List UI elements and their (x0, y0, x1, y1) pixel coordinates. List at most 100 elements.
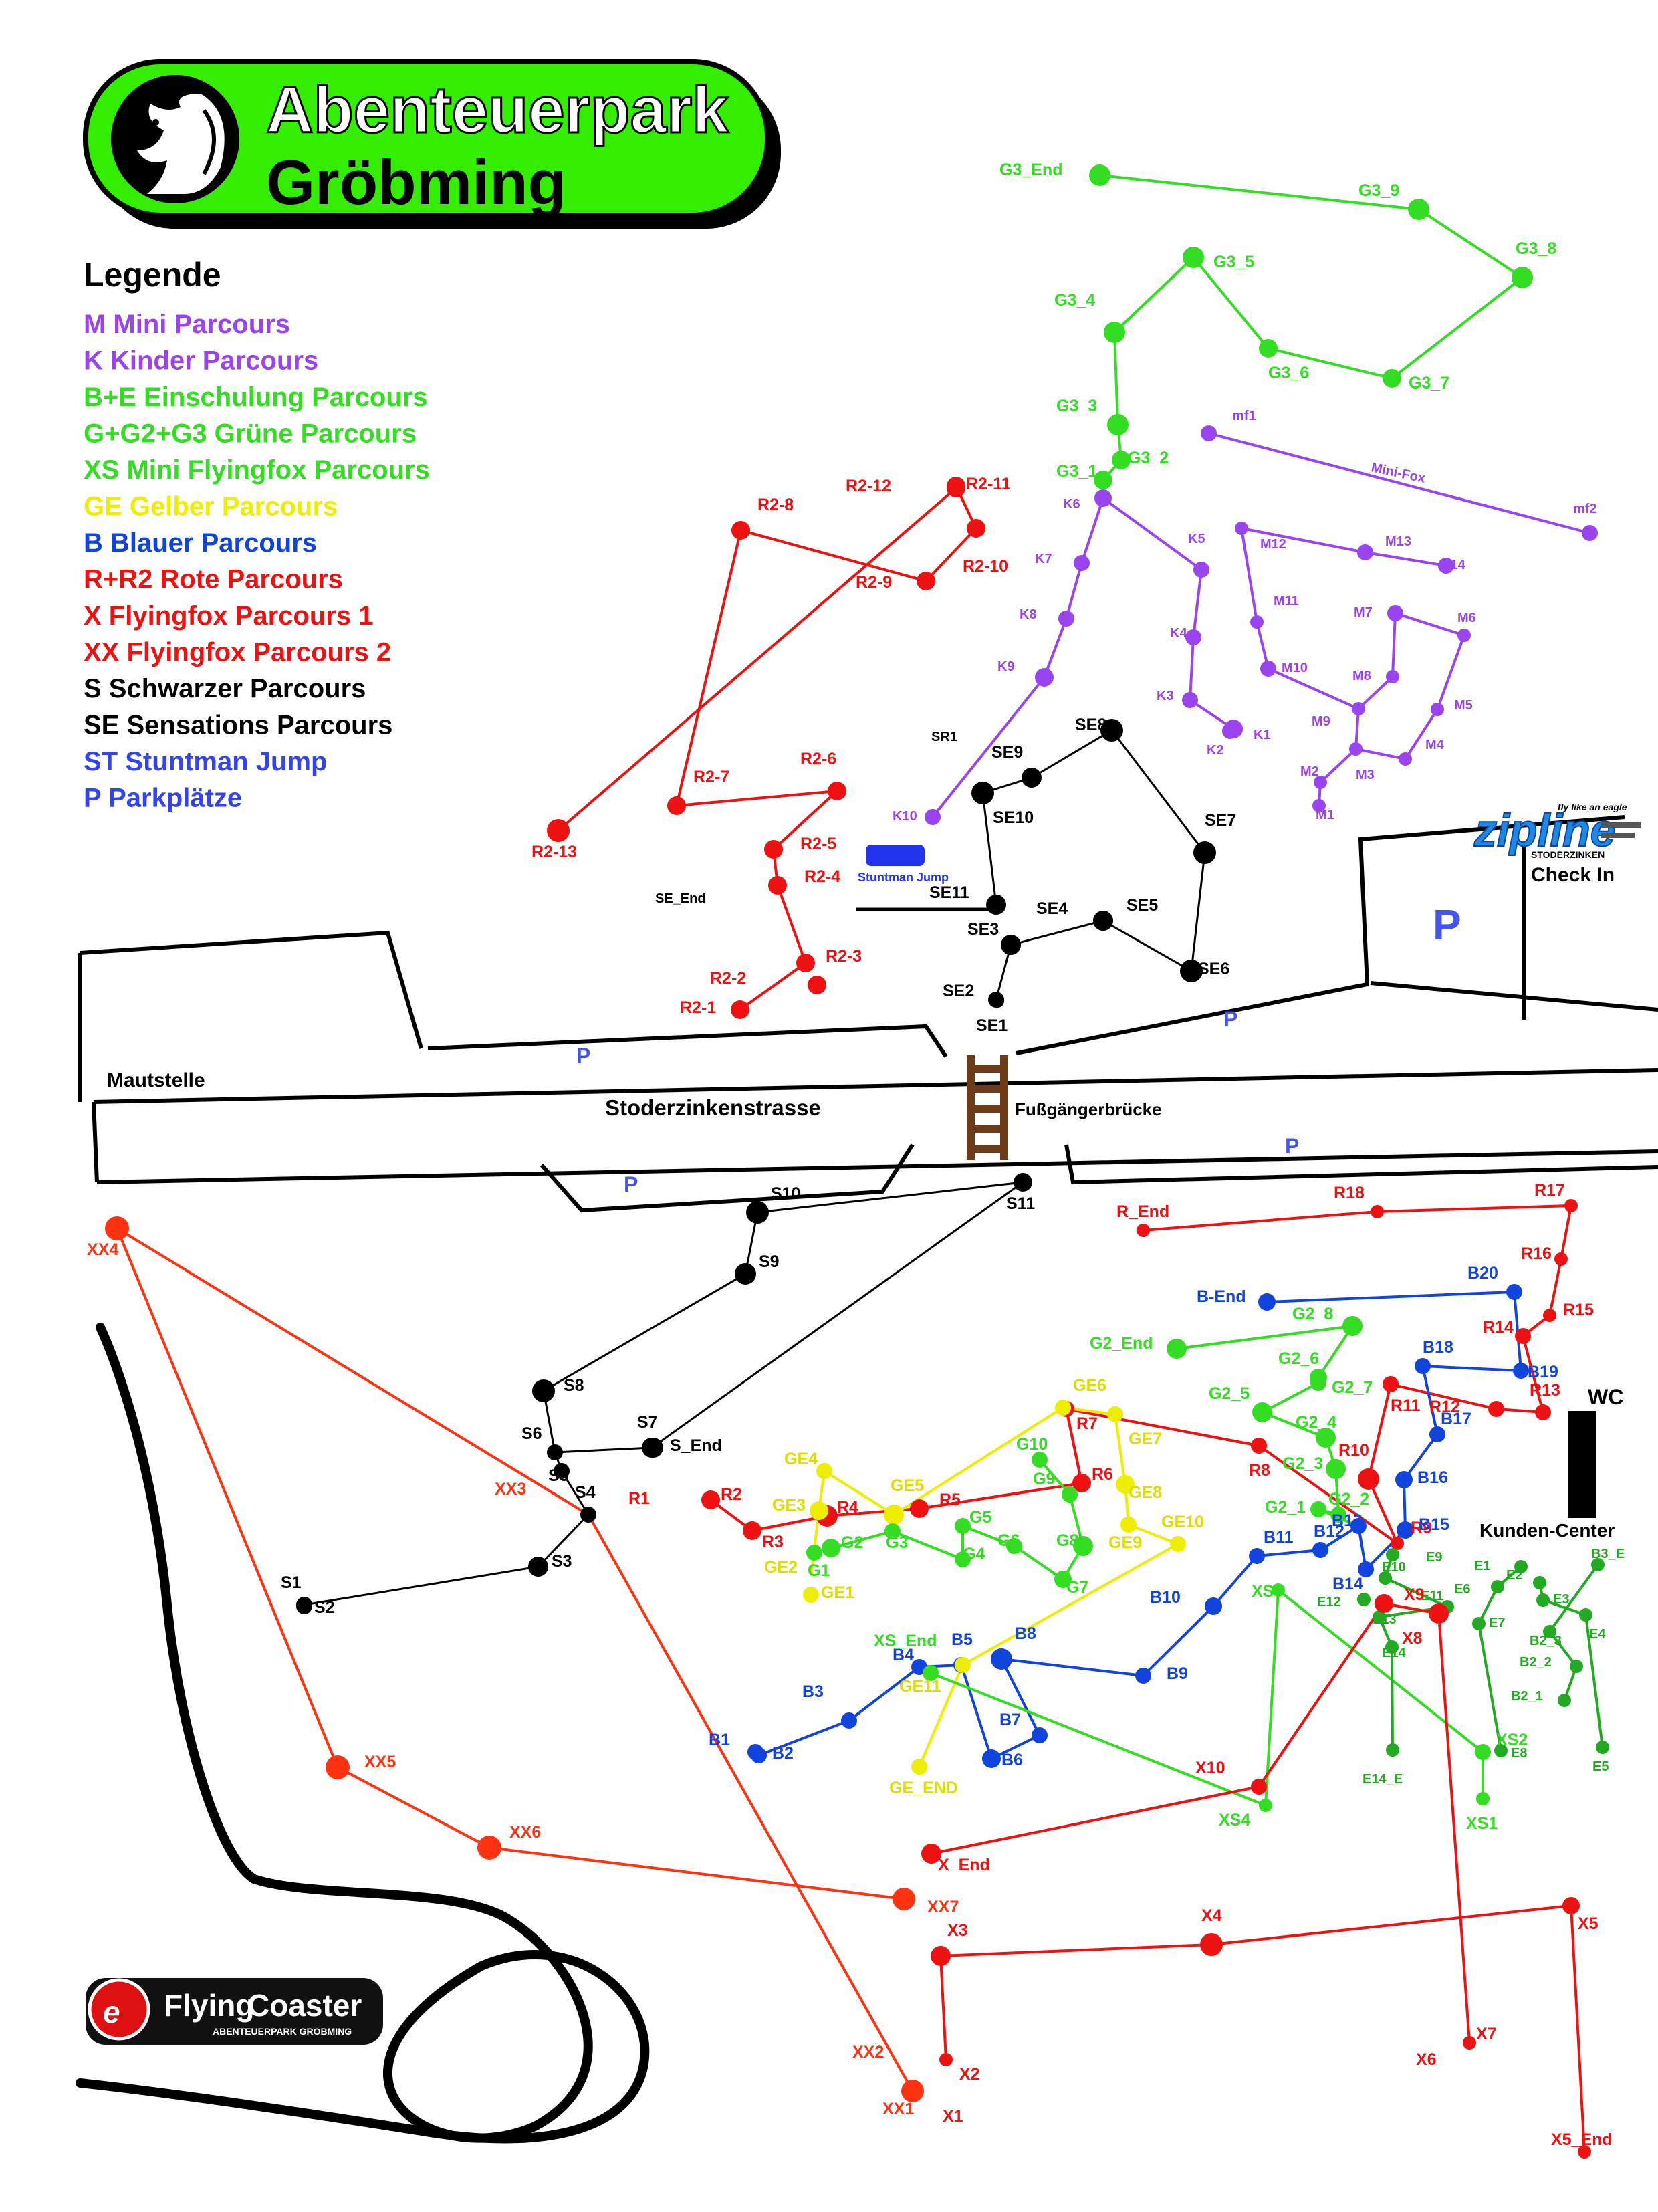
station-label: G6 (997, 1531, 1020, 1550)
station-dot (1055, 1400, 1071, 1416)
station-label: R2-3 (826, 947, 862, 966)
station-label: E6 (1454, 1582, 1470, 1597)
parking-lower-right (1064, 1144, 1658, 1185)
station-dot (326, 1755, 350, 1779)
station-label: XX5 (364, 1753, 396, 1771)
station-dot (1578, 2145, 1591, 2159)
station-dot (939, 2053, 953, 2066)
legend-item: K Kinder Parcours (84, 346, 318, 376)
station-label: S10 (771, 1184, 800, 1203)
route-line (758, 1290, 1523, 1761)
station-label: G2_2 (1328, 1490, 1369, 1509)
station-label: B2 (772, 1744, 794, 1763)
legend-item: XX Flyingfox Parcours 2 (84, 638, 391, 667)
main-road-upper-edge (93, 1068, 1658, 1104)
station-dot (1513, 1363, 1529, 1379)
station-label: G3_5 (1213, 253, 1254, 271)
route-line (1477, 1565, 1522, 1751)
station-label: SE1 (976, 1016, 1008, 1035)
station-label: R10 (1338, 1441, 1369, 1460)
station-label: K3 (1157, 689, 1174, 703)
station-dot (1224, 720, 1243, 738)
station-dot (1395, 1471, 1413, 1488)
station-dot (955, 1657, 971, 1673)
station-label: E13 (1373, 1612, 1397, 1627)
station-label: M4 (1425, 738, 1445, 752)
route-line (1065, 1408, 1083, 1484)
station-dot (1386, 1743, 1399, 1757)
station-label: G3_6 (1268, 364, 1309, 382)
station-dot (1397, 1521, 1414, 1539)
parking-label: P (1285, 1134, 1299, 1158)
station-dot (1379, 1571, 1392, 1585)
station-label: XX1 (882, 2100, 914, 2118)
station-label: R13 (1530, 1381, 1560, 1400)
station-label: X5_End (1551, 2130, 1613, 2149)
station-dot (1120, 1517, 1137, 1533)
station-label: SE9 (991, 743, 1023, 762)
station-dot (1512, 267, 1533, 288)
station-dot (547, 1444, 563, 1460)
station-dot (1358, 1561, 1374, 1577)
station-dot (1475, 1744, 1491, 1760)
station-label: B19 (1528, 1363, 1558, 1381)
station-dot (1506, 1284, 1522, 1300)
station-label: G2 (841, 1533, 863, 1552)
station-label: XX4 (87, 1240, 118, 1259)
station-dot (1429, 1426, 1445, 1442)
station-label: B4 (893, 1646, 914, 1664)
station-dot (731, 521, 750, 540)
station-dot (1072, 1474, 1091, 1492)
station-dot (884, 1505, 904, 1525)
station-label: E11 (1421, 1589, 1443, 1603)
station-dot (1373, 1610, 1386, 1624)
route-line (1538, 1582, 1604, 1748)
station-dot (1032, 1727, 1048, 1743)
station-label: S4 (575, 1483, 596, 1502)
station-label: SE10 (993, 808, 1034, 827)
station-label: X10 (1195, 1759, 1225, 1777)
station-dot (1193, 562, 1209, 578)
station-dot (911, 1759, 927, 1775)
station-label: B8 (1015, 1624, 1036, 1643)
station-label: K2 (1207, 743, 1224, 758)
station-label: R2-13 (531, 843, 577, 861)
station-dot (808, 976, 826, 994)
station-label: G3_9 (1358, 181, 1399, 200)
station-dot (955, 1518, 971, 1534)
pedestrian-bridge-icon (967, 1055, 1008, 1160)
zipline-name: zipline (1473, 805, 1616, 856)
station-label: XS4 (1219, 1811, 1250, 1830)
station-label: GE3 (772, 1496, 806, 1515)
station-dot (1533, 1576, 1546, 1589)
station-label: K8 (1020, 607, 1037, 622)
station-dot (1476, 1792, 1490, 1805)
zipline-sub: STODERZINKEN (1531, 849, 1605, 860)
station-label: X9 (1404, 1585, 1425, 1604)
station-label: S11 (1006, 1194, 1035, 1213)
station-label: K9 (997, 659, 1015, 674)
station-label: G10 (1016, 1435, 1048, 1454)
station-label: G2_5 (1209, 1384, 1250, 1403)
station-dot (1170, 1536, 1186, 1552)
station-label: XX3 (495, 1480, 526, 1499)
station-label: XX6 (509, 1823, 541, 1842)
station-dot (1107, 414, 1129, 435)
station-dot (547, 819, 570, 842)
route-line (1176, 1324, 1359, 1527)
station-label: G3_2 (1128, 449, 1169, 467)
station-label: K10 (893, 809, 917, 824)
station-label: GE9 (1108, 1533, 1142, 1552)
station-label: E2 (1506, 1568, 1522, 1583)
station-dot (1252, 1402, 1272, 1422)
station-dot (1251, 1438, 1267, 1454)
zipline-tagline: fly like an eagle (1558, 802, 1627, 812)
station-label: K6 (1063, 497, 1080, 512)
station-label: G3_7 (1409, 374, 1449, 393)
station-dot (701, 1490, 720, 1509)
station-label: R_End (1116, 1202, 1169, 1221)
station-label: SE7 (1205, 811, 1236, 830)
station-dot (796, 954, 815, 972)
station-dot (1342, 1316, 1363, 1336)
route-line (981, 729, 1206, 1002)
